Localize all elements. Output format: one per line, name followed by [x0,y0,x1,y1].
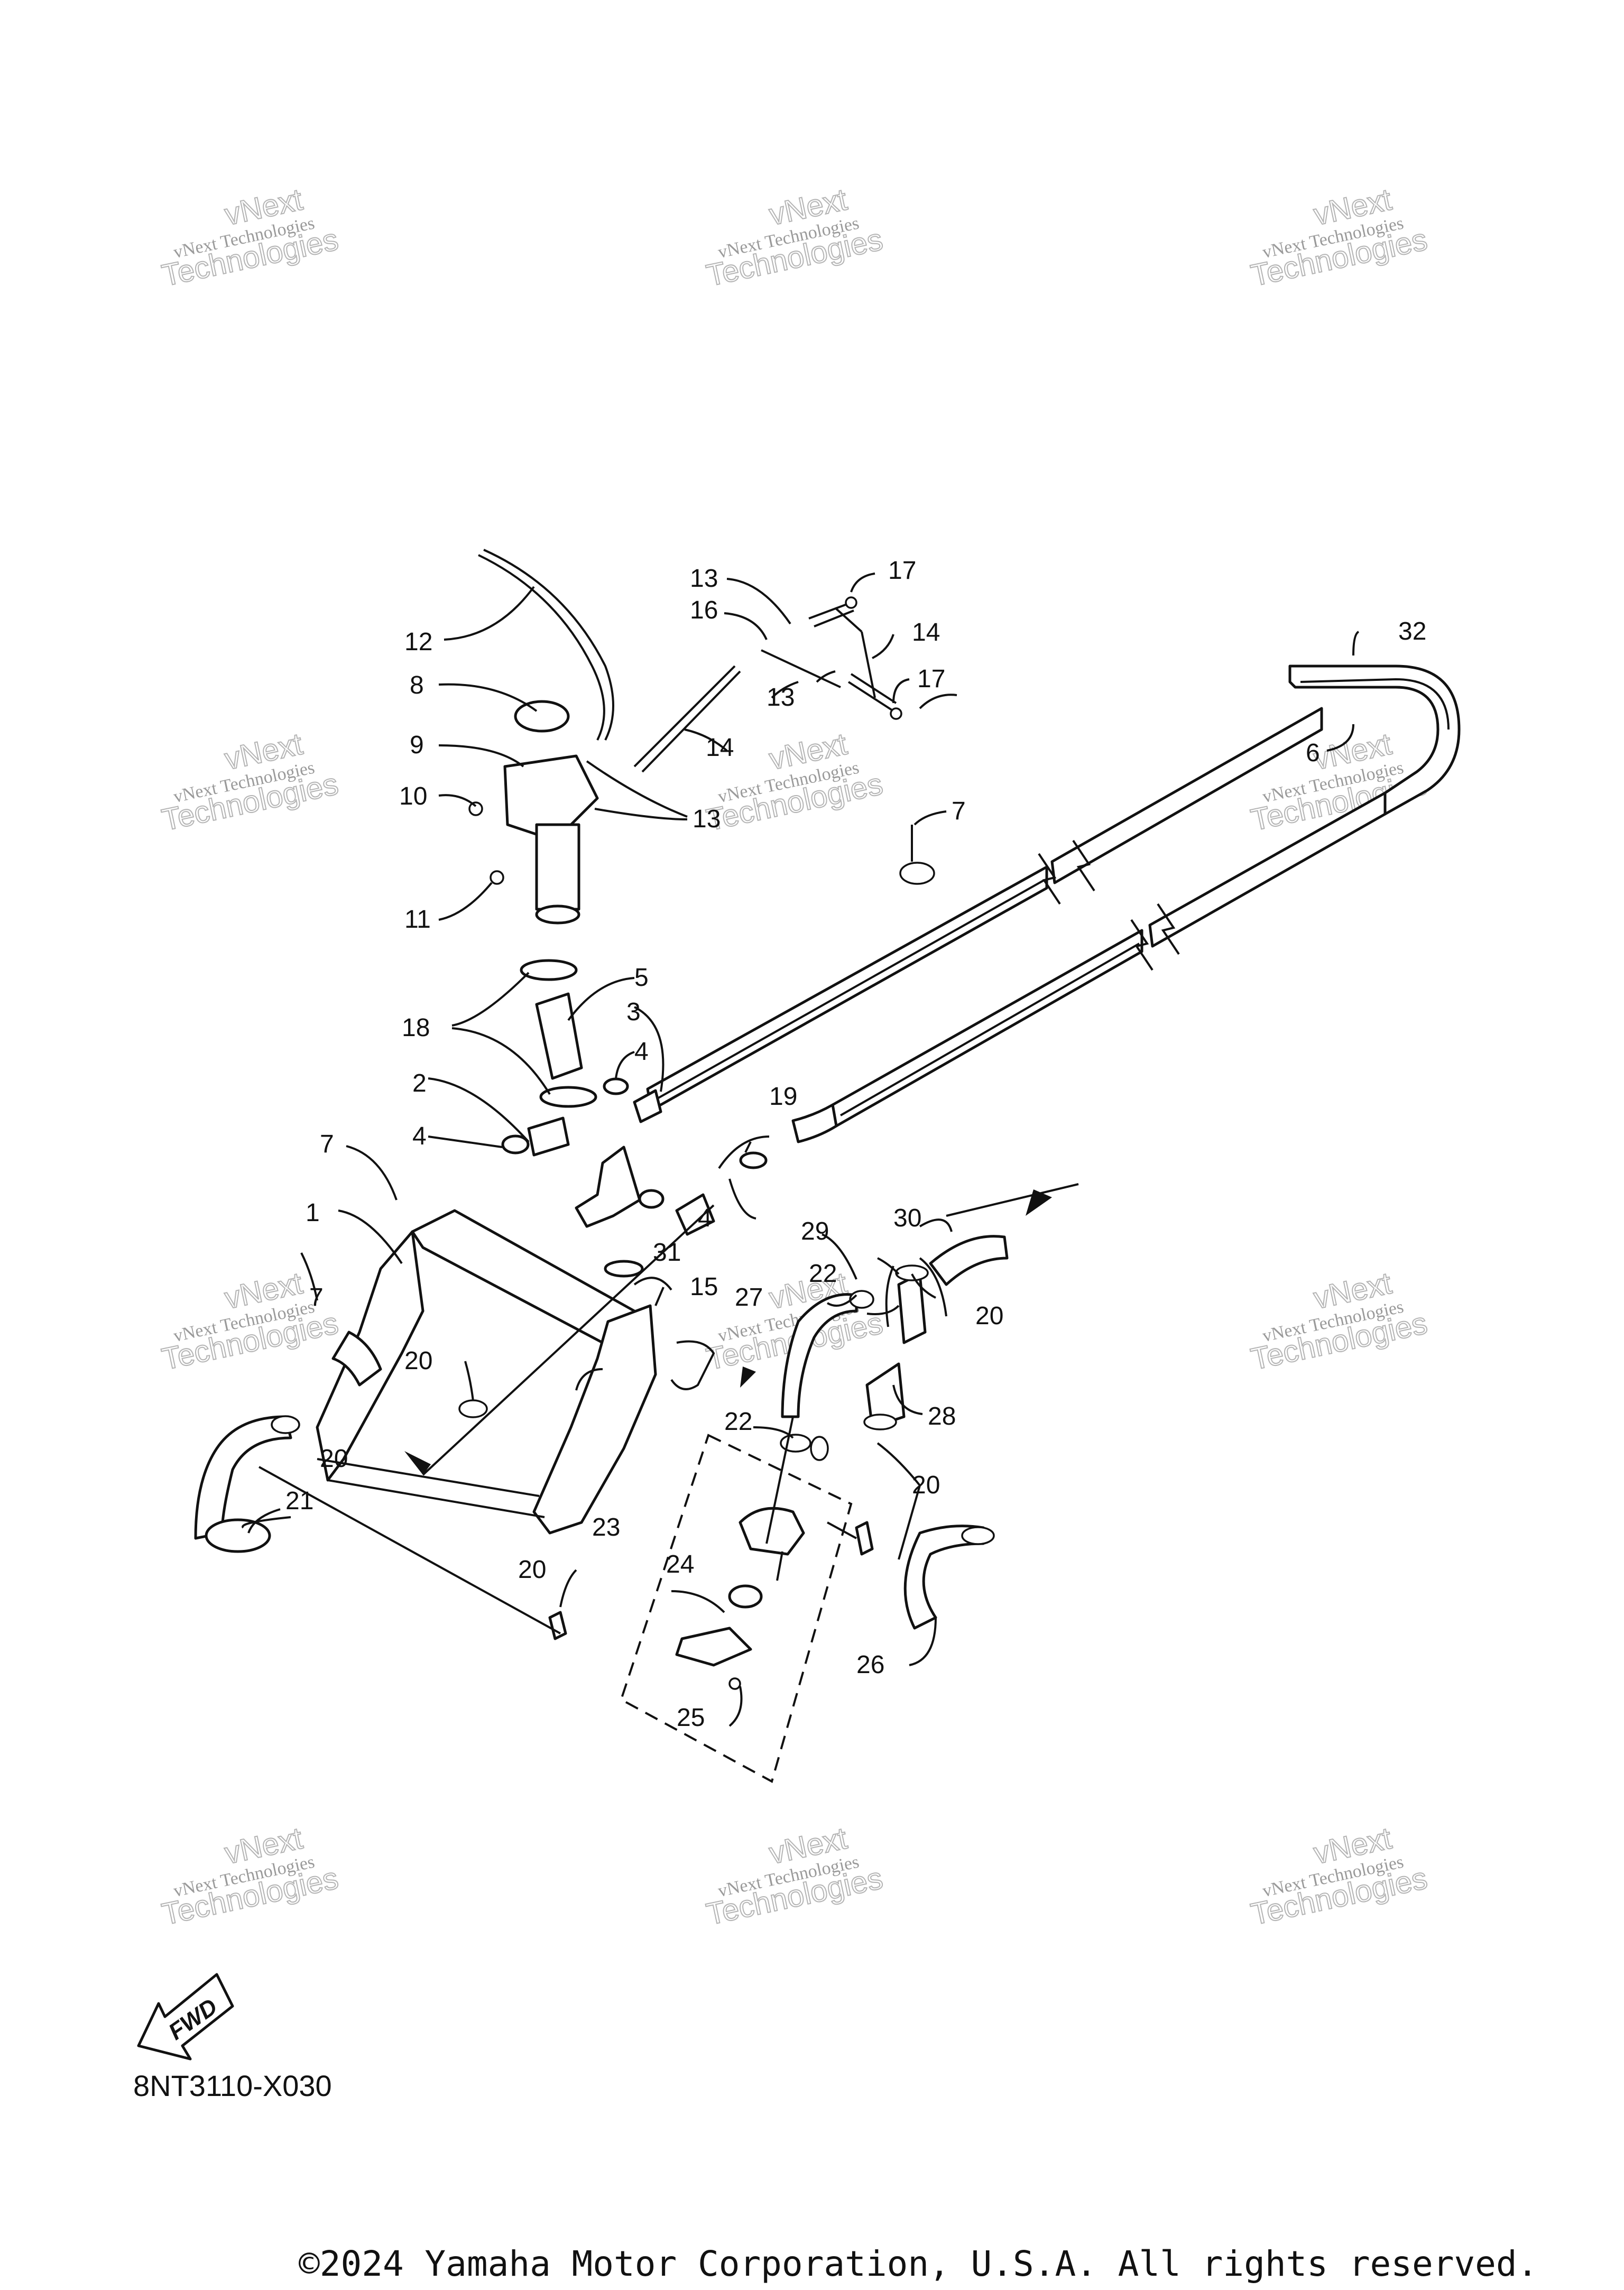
fwd-arrow-icon [137,1973,234,2061]
callout-31: 31 [653,1239,681,1267]
callout-20: 20 [404,1347,432,1375]
callout-15: 15 [690,1273,718,1301]
callout-20: 20 [320,1445,348,1473]
callout-8: 8 [410,671,424,699]
callout-7: 7 [952,797,966,825]
watermark: vNext vNext Technologies Technologies [1248,182,1431,294]
cooler-pipe [633,664,1461,1143]
flow-arrows [404,1189,1052,1475]
watermark: vNext vNext Technologies Technologies [703,182,887,294]
callout-13: 13 [690,565,718,593]
arrow-icon [1026,1189,1052,1216]
radiator-frame [194,1209,715,1553]
callout-29: 29 [801,1217,829,1245]
callout-6: 6 [1306,739,1320,767]
connecting-hoses [501,959,768,1278]
breather-hoses [633,596,902,773]
watermark: vNext vNext Technologies Technologies [1248,1821,1431,1933]
callout-22: 22 [724,1408,752,1436]
callout-32: 32 [1398,617,1426,645]
callout-4: 4 [412,1122,427,1150]
callout-24: 24 [666,1550,694,1578]
callout-20: 20 [975,1302,1003,1330]
leader-lines [242,572,1360,1727]
watermark: vNext vNext Technologies Technologies [159,726,342,838]
callout-28: 28 [928,1402,956,1430]
callout-2: 2 [412,1069,427,1097]
callout-4: 4 [634,1038,649,1066]
callout-22: 22 [809,1260,837,1288]
callout-7: 7 [320,1130,334,1158]
watermarks: vNext vNext Technologies Technologies vN… [159,182,1431,1933]
callout-14: 14 [706,734,734,762]
watermark: vNext vNext Technologies Technologies [1248,1266,1431,1378]
watermark: vNext vNext Technologies Technologies [703,1821,887,1933]
callout-17: 17 [888,557,916,585]
callout-7: 7 [309,1283,324,1312]
callout-19: 19 [769,1083,797,1111]
watermark: vNext vNext Technologies Technologies [159,182,342,294]
callout-12: 12 [404,628,432,656]
watermark: vNext vNext Technologies Technologies [159,1821,342,1933]
callout-23: 23 [592,1513,620,1541]
callout-16: 16 [690,596,718,624]
copyright-notice: ©2024 Yamaha Motor Corporation, U.S.A. A… [299,2243,1538,2284]
arrow-icon [404,1451,431,1475]
callout-17: 17 [917,665,945,693]
callout-21: 21 [285,1487,313,1515]
callout-10: 10 [399,782,427,810]
callout-labels: 1 2 3 4 4 4 5 6 7 7 7 8 9 10 11 12 13 13… [285,557,1426,1732]
callout-13: 13 [693,805,721,833]
callout-20: 20 [518,1556,546,1584]
callout-27: 27 [735,1283,763,1312]
callout-9: 9 [410,731,424,759]
callout-4: 4 [698,1204,712,1232]
thermostat-housing [548,1434,995,1783]
callout-1: 1 [306,1199,320,1227]
parts-drawing [194,549,1461,1783]
callout-30: 30 [893,1204,921,1232]
fwd-indicator: FWD [137,1973,234,2061]
callout-26: 26 [856,1651,884,1679]
callout-18: 18 [402,1014,430,1042]
callout-13: 13 [767,684,795,712]
callout-20: 20 [912,1471,940,1499]
diagram-code: 8NT3110-X030 [133,2069,332,2102]
callout-5: 5 [634,964,649,992]
callout-25: 25 [677,1704,705,1732]
fill-neck-assembly [468,549,614,925]
arrow-icon [740,1366,756,1388]
callout-3: 3 [626,998,641,1026]
upper-right-hoses [780,1235,1009,1461]
callout-14: 14 [912,618,940,647]
callout-11: 11 [404,906,431,934]
